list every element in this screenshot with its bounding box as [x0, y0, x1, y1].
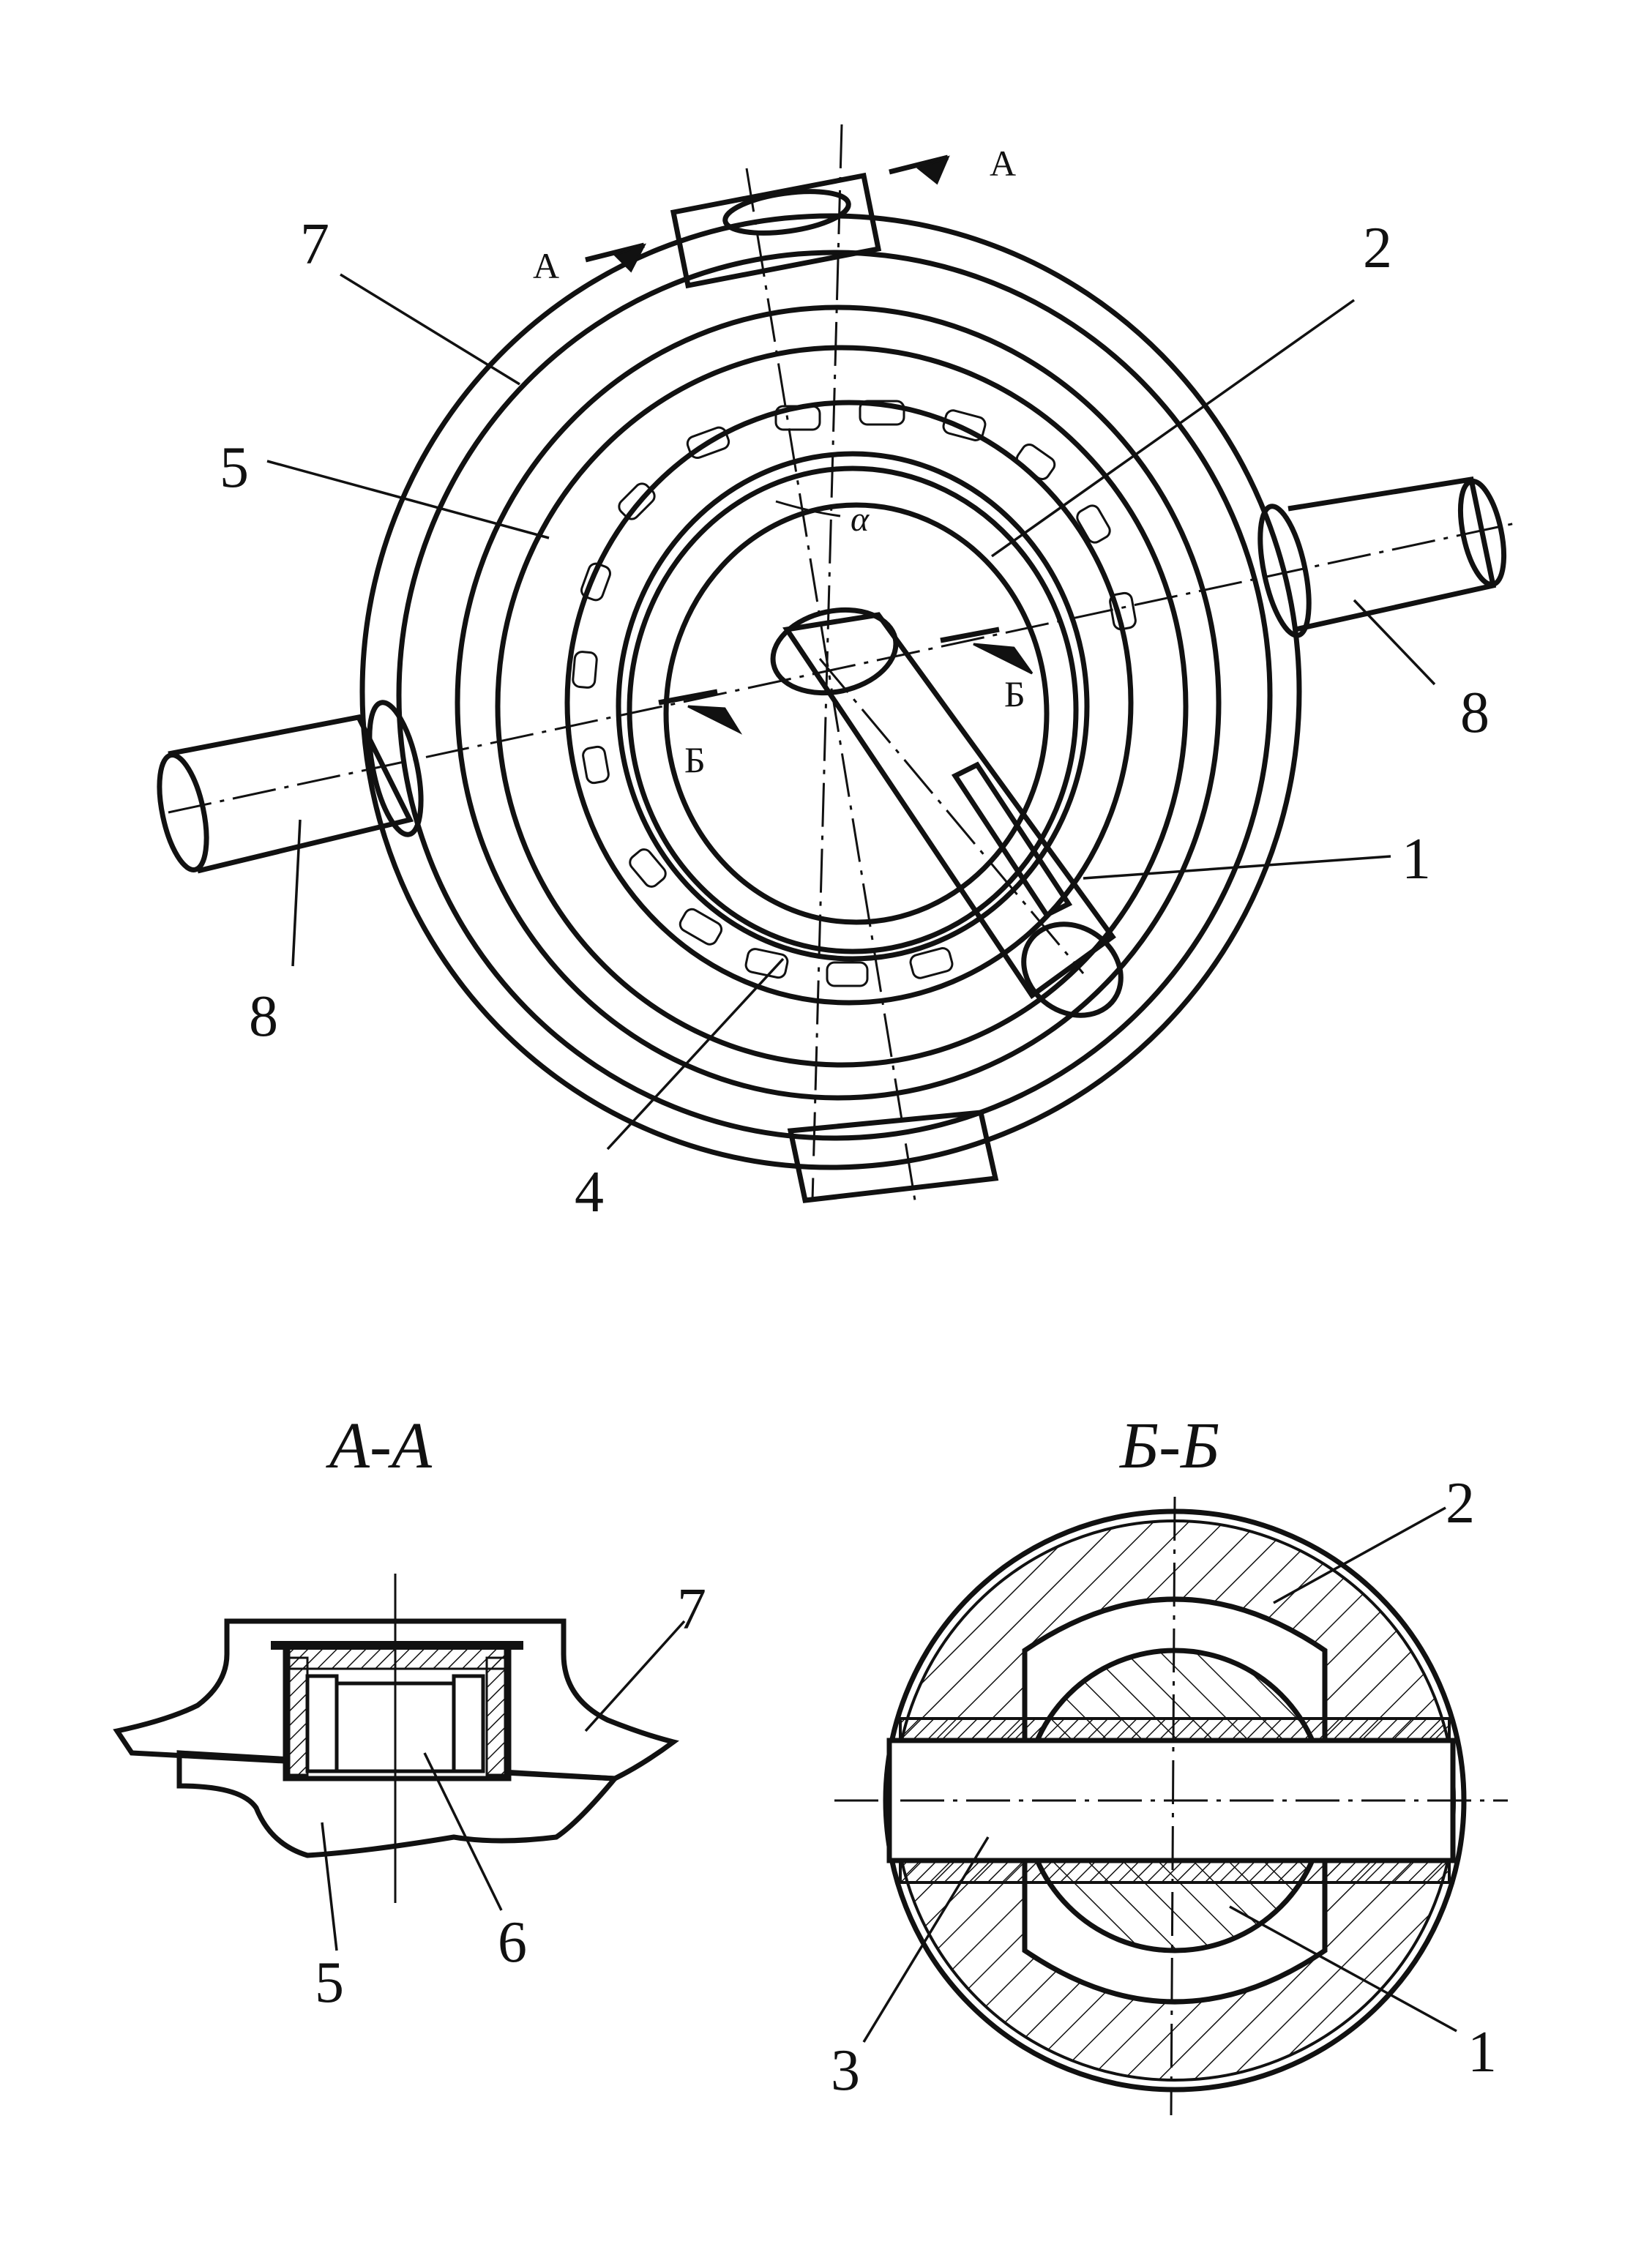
label-8-left: 8	[249, 984, 278, 1049]
label-5: 5	[220, 435, 249, 500]
angle-label: α	[851, 500, 870, 539]
aa-bushing-wall-right	[485, 1656, 507, 1776]
section-aa-title: А-А	[326, 1410, 433, 1482]
cut-a-right-label: А	[990, 143, 1016, 184]
section-mark-a-a	[585, 154, 950, 273]
cut-a-left-label: А	[533, 245, 559, 286]
label-4: 4	[575, 1160, 604, 1224]
aa-roller-right	[452, 1674, 485, 1773]
section-b-b: Б-Б 2 1 3	[831, 1410, 1508, 2116]
right-trunnion-shaft	[1257, 476, 1507, 638]
section-mark-b-b	[658, 627, 1034, 735]
label-1: 1	[1402, 827, 1431, 891]
label-2: 2	[1363, 216, 1392, 280]
label-7: 7	[300, 212, 329, 277]
aa-label-6: 6	[498, 1910, 527, 1975]
aa-roller-left	[305, 1674, 339, 1773]
bottom-lug	[787, 1110, 999, 1203]
bb-sleeve-upper	[899, 1717, 1451, 1742]
section-bb-title: Б-Б	[1118, 1410, 1219, 1482]
section-a-a: А-А 7 6 5	[113, 1410, 706, 2015]
centre-lines	[168, 124, 1516, 1201]
main-view: α А А Б Б 7 5 2	[157, 124, 1516, 1224]
outer-ring	[359, 213, 1302, 1170]
leader-lines	[266, 273, 1436, 1151]
bb-label-1: 1	[1468, 2020, 1497, 2084]
inner-ring	[455, 304, 1222, 1101]
aa-leader-lines	[321, 1620, 686, 1951]
aa-label-7: 7	[677, 1577, 706, 1642]
aa-bushing-top	[288, 1645, 507, 1670]
cut-b-right-label: Б	[1004, 673, 1025, 714]
aa-ring	[176, 1750, 621, 1858]
aa-bushing-wall-left	[288, 1656, 309, 1776]
left-trunnion-shaft	[157, 700, 424, 874]
bearing-rollers	[564, 400, 1137, 1006]
aa-cap	[271, 1641, 523, 1650]
swash-disc	[627, 465, 1079, 954]
top-lug	[670, 172, 882, 289]
label-8-right: 8	[1460, 681, 1490, 745]
bb-sleeve-lower	[899, 1859, 1451, 1884]
drive-shaft	[770, 607, 1124, 1018]
cut-b-left-label: Б	[684, 739, 706, 780]
bb-label-2: 2	[1446, 1471, 1475, 1536]
angle-arc	[775, 500, 841, 517]
aa-label-5: 5	[315, 1951, 344, 2015]
bb-label-3: 3	[831, 2038, 860, 2103]
aa-housing	[113, 1618, 679, 1781]
bb-leader-lines	[862, 1506, 1457, 2043]
